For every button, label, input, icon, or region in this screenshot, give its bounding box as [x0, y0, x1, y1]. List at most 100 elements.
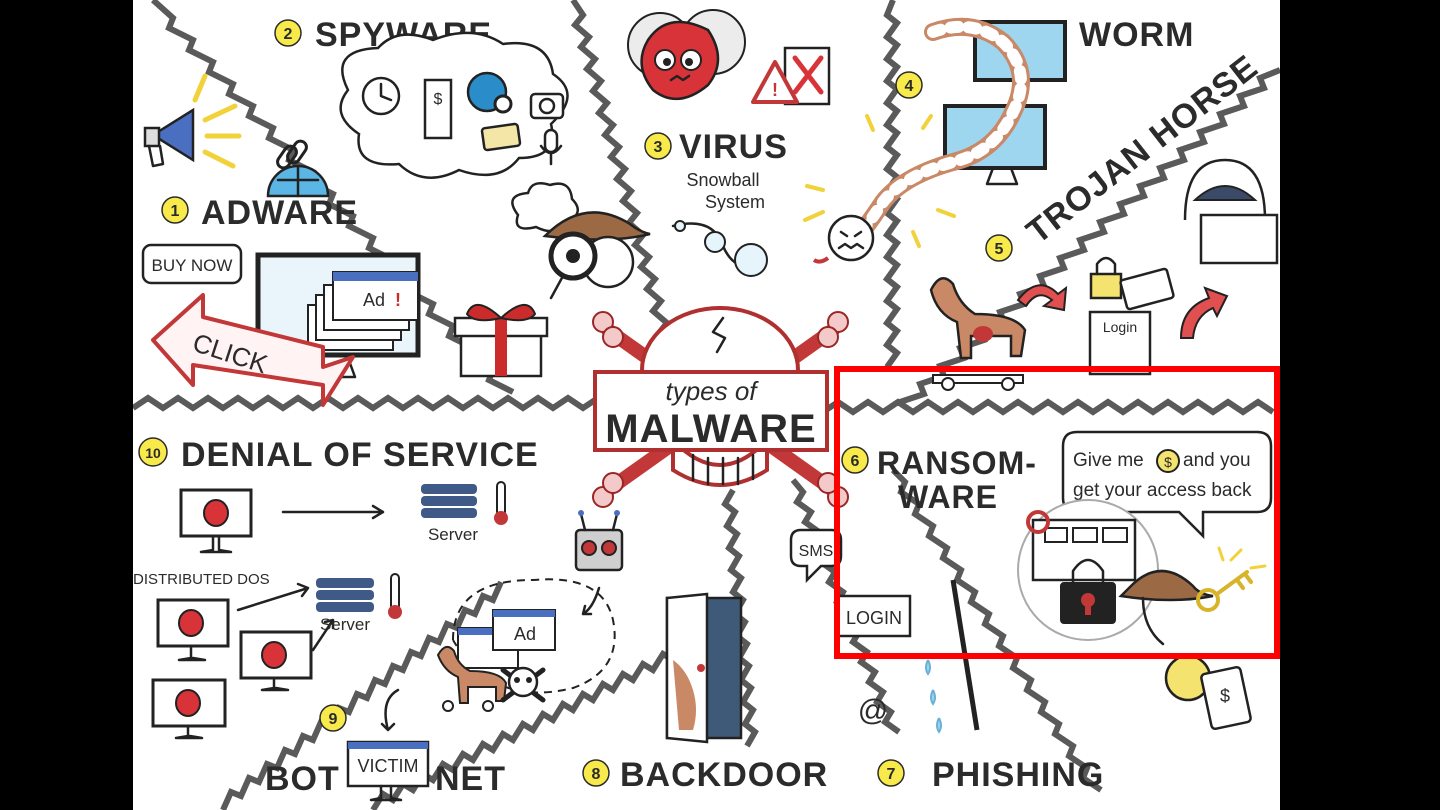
- section-ransomware: 6 RANSOM- WARE Give me $ and you get you…: [841, 430, 1273, 646]
- speech-line3: get your access back: [1073, 480, 1252, 501]
- speech-line2: and you: [1183, 450, 1251, 471]
- door-icon: [665, 592, 743, 744]
- number-badge: [319, 704, 347, 732]
- spy-magnifier-icon: [542, 211, 651, 300]
- worm-monitors-icon: [803, 17, 1067, 264]
- microphone-icon: [543, 128, 559, 154]
- arrow-icon: [581, 586, 601, 616]
- victim-monitor-icon: VICTIM: [346, 740, 430, 802]
- arrow-icon: [1179, 286, 1229, 339]
- phone-icon: [1200, 665, 1252, 731]
- dollar-sign: $: [1220, 686, 1230, 706]
- section-number: 3: [654, 139, 663, 156]
- section-number: 9: [329, 711, 338, 728]
- snowball-icon: [671, 220, 768, 277]
- malware-infographic: types of MALWARE 1 ADWARE BUY NOW: [133, 0, 1280, 810]
- buy-now-bubble: [141, 243, 243, 285]
- center-title-line1: types of: [665, 376, 759, 406]
- small-cloud: [511, 182, 579, 233]
- divider-left: [133, 394, 645, 412]
- number-badge: [582, 759, 610, 787]
- divider-top-left: [150, 0, 515, 395]
- section-number: 1: [171, 203, 180, 220]
- section-title: PHISHING: [932, 756, 1104, 794]
- magnifier-icon: [493, 94, 513, 114]
- water-drops: [925, 659, 942, 734]
- divider-right: [821, 398, 1275, 416]
- ad-label: Ad: [363, 290, 385, 310]
- section-denial-of-service: 10 DENIAL OF SERVICE Server DISTRIBUTED …: [133, 436, 539, 740]
- padlock-icon: [1060, 558, 1116, 624]
- infographic-drawing: types of MALWARE 1 ADWARE BUY NOW: [133, 0, 1280, 810]
- svg-text:!: !: [772, 80, 778, 100]
- section-number: 10: [145, 445, 161, 461]
- section-virus: 3 VIRUS ! Snowball System: [627, 9, 831, 277]
- section-worm: WORM 4: [803, 16, 1194, 264]
- key-icon: [1196, 546, 1267, 612]
- section-title: VIRUS: [679, 128, 788, 166]
- credit-card-icon: [480, 122, 522, 152]
- skull-crossbones-icon: [500, 666, 546, 703]
- login-form-icon: [836, 594, 912, 638]
- arrow-icon: [380, 688, 400, 732]
- divider-top-mid: [570, 0, 675, 348]
- number-badge: [841, 446, 869, 474]
- arrow-icon: [311, 618, 335, 652]
- warning-document-icon: !: [751, 46, 831, 106]
- section-title: DENIAL OF SERVICE: [181, 436, 539, 474]
- arrow-icon: [236, 582, 310, 612]
- divider-bottom-left: [220, 580, 504, 810]
- section-title: ADWARE: [201, 194, 358, 232]
- hacker-laptop-icon: [1183, 158, 1279, 265]
- server-icon: [316, 573, 402, 619]
- server-icon: [421, 481, 508, 525]
- gift-box-icon: [453, 304, 549, 378]
- sms-bubble: [789, 528, 843, 584]
- hacker-hat-icon: [1118, 569, 1214, 646]
- number-badge: [161, 196, 189, 224]
- section-number: 6: [851, 453, 860, 470]
- divider-lower-right: [890, 467, 1103, 793]
- distributed-dos-label: DISTRIBUTED DOS: [133, 571, 270, 588]
- server-label: Server: [428, 525, 478, 544]
- section-number: 5: [995, 241, 1004, 258]
- buy-now-label: BUY NOW: [152, 256, 233, 275]
- infected-computer-icon: [239, 630, 313, 692]
- login-label: LOGIN: [846, 608, 902, 628]
- popup-windows-icon: Ad: [457, 609, 556, 669]
- section-title: BACKDOOR: [620, 756, 828, 794]
- number-badge: [644, 132, 672, 160]
- section-number: 7: [887, 766, 896, 783]
- monitor-popups-icon: Ad !: [255, 252, 421, 379]
- arrow-icon: [1016, 284, 1068, 312]
- infected-computer-icon: [156, 598, 230, 662]
- section-adware: 1 ADWARE BUY NOW Ad !: [141, 73, 549, 407]
- section-number: 2: [284, 26, 293, 43]
- credit-card-icon: [1119, 267, 1175, 311]
- robot-icon: [574, 510, 624, 572]
- section-spyware: 2 SPYWARE $: [274, 16, 651, 300]
- server-label: Server: [320, 615, 370, 634]
- trojan-horse-icon: [929, 277, 1027, 391]
- number-badge: [138, 437, 168, 467]
- number-badge: [274, 19, 302, 47]
- globe-link-icon: [266, 139, 330, 198]
- camera-icon: [529, 92, 565, 120]
- number-badge: [877, 759, 905, 787]
- number-badge: [895, 71, 923, 99]
- svg-text:!: !: [395, 290, 401, 310]
- section-number: 8: [592, 766, 601, 783]
- locked-screen-icon: [1026, 510, 1137, 582]
- snowball-caption-line1: Snowball: [686, 170, 759, 190]
- trojan-horse-icon: [436, 645, 508, 712]
- victim-label: VICTIM: [358, 756, 419, 776]
- infected-computer-icon: [179, 488, 253, 554]
- section-number: 4: [905, 78, 914, 95]
- section-botnet: 9 BOT NET VICTIM Ad: [265, 510, 624, 802]
- snowball-caption-line2: System: [705, 192, 765, 212]
- section-backdoor: 8 BACKDOOR: [582, 592, 828, 794]
- arrow-icon: [281, 504, 385, 520]
- receipt-icon: [423, 78, 453, 140]
- section-title: WORM: [1079, 16, 1194, 54]
- section-title-line2: WARE: [898, 479, 998, 515]
